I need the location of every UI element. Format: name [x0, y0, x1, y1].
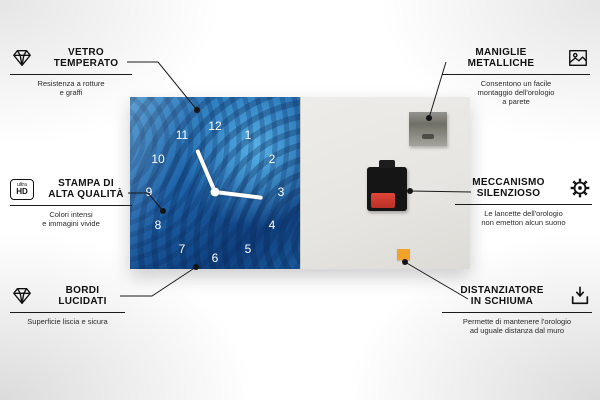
picture-frame-icon: [566, 46, 590, 70]
clock-minute-hand: [214, 190, 263, 200]
callout-header: VETRO TEMPERATO: [10, 46, 132, 75]
clock-number: 10: [151, 152, 165, 166]
callout-subtitle: Le lancette dell'orologio non emetton al…: [481, 209, 566, 227]
clock-number: 2: [268, 152, 276, 166]
metal-hanger-plate: [409, 112, 447, 146]
clock-hour-hand: [195, 148, 217, 193]
callout-header: BORDI LUCIDATI: [10, 284, 125, 313]
callout-bordi-lucidati: BORDI LUCIDATI Superficie liscia e sicur…: [10, 284, 125, 326]
clock-number: 3: [277, 185, 285, 199]
callout-title: DISTANZIATORE IN SCHIUMA: [460, 285, 544, 307]
clock-number: 6: [211, 251, 219, 265]
callout-subtitle: Consentono un facile montaggio dell'orol…: [477, 79, 555, 106]
gear-icon: [568, 176, 592, 200]
callout-maniglie-metalliche: MANIGLIE METALLICHE Consentono un facile…: [442, 46, 590, 106]
callout-header: MANIGLIE METALLICHE: [442, 46, 590, 75]
callout-subtitle: Superficie liscia e sicura: [27, 317, 108, 326]
ultra-hd-label-top: ultra: [17, 181, 27, 188]
clock-number: 4: [268, 218, 276, 232]
callout-subtitle: Permette di mantenere l'orologio ad ugua…: [462, 317, 572, 335]
mechanism-hanging-tab: [379, 160, 395, 168]
gem-icon: [10, 284, 34, 308]
gem-icon: [10, 46, 34, 70]
clock-mechanism: [367, 160, 407, 211]
callout-header: MECCANISMO SILENZIOSO: [455, 176, 592, 205]
clock-front-face: 12 1 2 3 4 5 6 7 8 9 10 11: [130, 97, 300, 269]
clock-number: 11: [175, 128, 189, 142]
connector-line: [120, 266, 197, 297]
ultra-hd-icon: ultra HD: [10, 177, 34, 201]
clock-number: 1: [244, 128, 252, 142]
callout-header: DISTANZIATORE IN SCHIUMA: [442, 284, 592, 313]
ultra-hd-badge: ultra HD: [10, 178, 34, 200]
foam-spacer: [397, 249, 410, 260]
callout-title: MECCANISMO SILENZIOSO: [472, 177, 545, 199]
callout-header: ultra HD STAMPA DI ALTA QUALITÀ: [10, 177, 132, 206]
callout-vetro-temperato: VETRO TEMPERATO Resistenza a rotture e g…: [10, 46, 132, 97]
callout-subtitle: Resistenza a rotture e graffi: [37, 79, 105, 97]
battery: [371, 193, 395, 208]
clock-number: 9: [145, 185, 153, 199]
product-image: 12 1 2 3 4 5 6 7 8 9 10 11: [130, 97, 470, 269]
callout-title: STAMPA DI ALTA QUALITÀ: [48, 178, 124, 200]
hanger-slot: [422, 134, 434, 139]
callout-distanziatore-schiuma: DISTANZIATORE IN SCHIUMA Permette di man…: [442, 284, 592, 335]
clock-center-cap: [210, 187, 220, 197]
callout-meccanismo-silenzioso: MECCANISMO SILENZIOSO: [455, 176, 592, 227]
callout-title: VETRO TEMPERATO: [53, 47, 119, 69]
clock-number: 8: [154, 218, 162, 232]
callout-subtitle: Colori intensi e immagini vivide: [42, 210, 100, 228]
callout-stampa-alta-qualita: ultra HD STAMPA DI ALTA QUALITÀ Colori i…: [10, 177, 132, 228]
callout-title: MANIGLIE METALLICHE: [467, 47, 535, 69]
foam-spacer-arrow-icon: [568, 284, 592, 308]
clock-number: 12: [208, 119, 222, 133]
clock-back-side: [300, 97, 470, 269]
clock-number: 7: [178, 242, 186, 256]
clock-number: 5: [244, 242, 252, 256]
callout-title: BORDI LUCIDATI: [58, 285, 107, 307]
ultra-hd-label-bottom: HD: [16, 186, 28, 196]
